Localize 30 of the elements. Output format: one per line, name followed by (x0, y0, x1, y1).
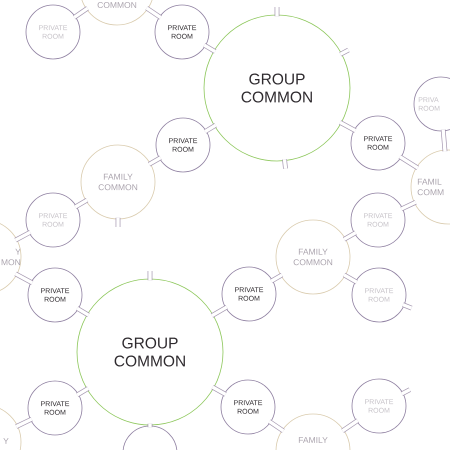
connector-neck (402, 302, 412, 310)
connector-neck (342, 230, 357, 242)
connector-neck (15, 416, 33, 429)
connector-neck (210, 304, 228, 318)
connector-neck (342, 272, 358, 284)
connector-neck (72, 6, 89, 20)
connector-neck (76, 386, 90, 397)
connector-neck (400, 387, 412, 396)
connector-neck (270, 272, 284, 284)
connector-neck (148, 271, 152, 280)
connector-neck (76, 306, 90, 318)
connector-neck (14, 230, 32, 242)
connector-neck (274, 7, 280, 16)
connector-neck (148, 156, 162, 166)
connector-neck (268, 419, 285, 433)
connector-neck (145, 6, 162, 20)
connector-neck (116, 218, 120, 227)
connector-neck (400, 200, 417, 212)
connector-neck (14, 272, 34, 285)
connector-neck (282, 159, 288, 169)
connector-neck (398, 154, 419, 170)
connector-neck (148, 424, 152, 428)
connector-neck (339, 48, 350, 56)
connector-neck (203, 43, 216, 54)
connector-neck (440, 130, 448, 152)
connector-neck (338, 120, 356, 133)
connector-neck (341, 418, 360, 433)
connector-neck (74, 198, 88, 210)
connector-neck (211, 385, 227, 396)
connector-neck (204, 123, 217, 134)
